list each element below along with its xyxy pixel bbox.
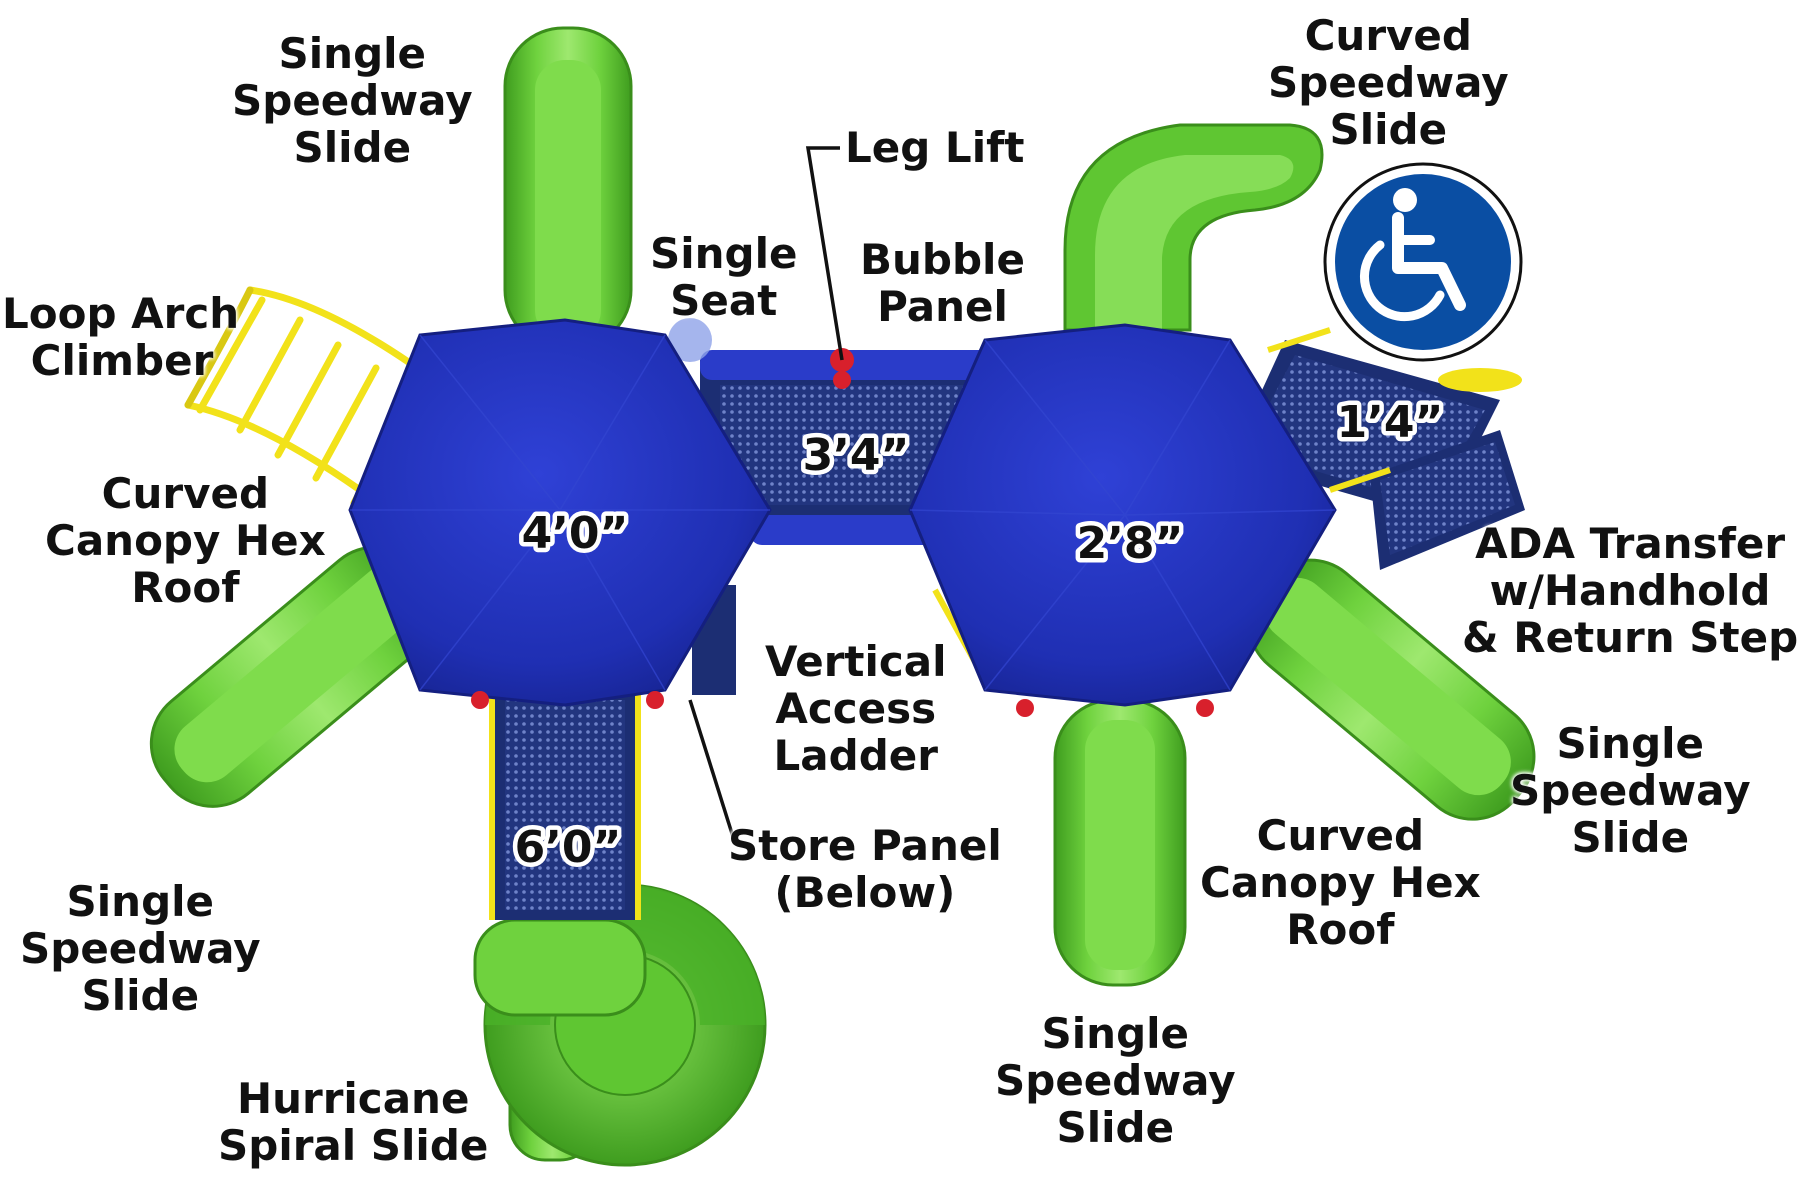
dimension-stair: 6’0” [515,822,622,873]
label-curved-canopy-hex-roof-right: Curved Canopy Hex Roof [1200,811,1481,955]
label-ada-transfer: ADA Transfer w/Handhold & Return Step [1462,519,1799,663]
curved-canopy-hex-roof-right [908,323,1337,717]
curved-speedway-slide [1063,123,1324,332]
dimension-bridge: 3’4” [803,430,910,481]
label-leg-lift: Leg Lift [845,123,1025,172]
label-single-seat: Single Seat [650,229,798,326]
label-single-speedway-slide-top-left: Single Speedway Slide [232,29,473,173]
dimension-right-roof: 2’8” [1077,518,1184,569]
single-speedway-slide-bottom-center [1053,698,1187,987]
label-single-speedway-slide-bottom-center: Single Speedway Slide [995,1009,1236,1153]
stair-platform [489,690,641,920]
label-single-speedway-slide-bottom-left: Single Speedway Slide [20,877,261,1021]
hurricane-spiral-slide [473,883,767,1167]
label-curved-speedway-slide: Curved Speedway Slide [1268,11,1509,155]
single-speedway-slide-top-left [503,26,633,350]
label-loop-arch-climber: Loop Arch Climber [2,289,240,386]
single-speedway-slide-right [1247,558,1536,821]
dimension-left-roof: 4’0” [522,508,629,559]
label-vertical-access-ladder: Vertical Access Ladder [765,637,947,781]
label-single-speedway-slide-right: Single Speedway Slide [1510,719,1751,863]
label-bubble-panel: Bubble Panel [860,235,1025,332]
label-hurricane-spiral-slide: Hurricane Spiral Slide [218,1074,489,1171]
leader-lines [688,146,844,841]
curved-canopy-hex-roof-left [348,318,772,709]
dimension-transfer: 1’4” [1337,397,1444,448]
wheelchair-accessibility-icon [1323,162,1523,362]
label-store-panel: Store Panel (Below) [728,821,1002,918]
label-curved-canopy-hex-roof-left: Curved Canopy Hex Roof [45,469,326,613]
